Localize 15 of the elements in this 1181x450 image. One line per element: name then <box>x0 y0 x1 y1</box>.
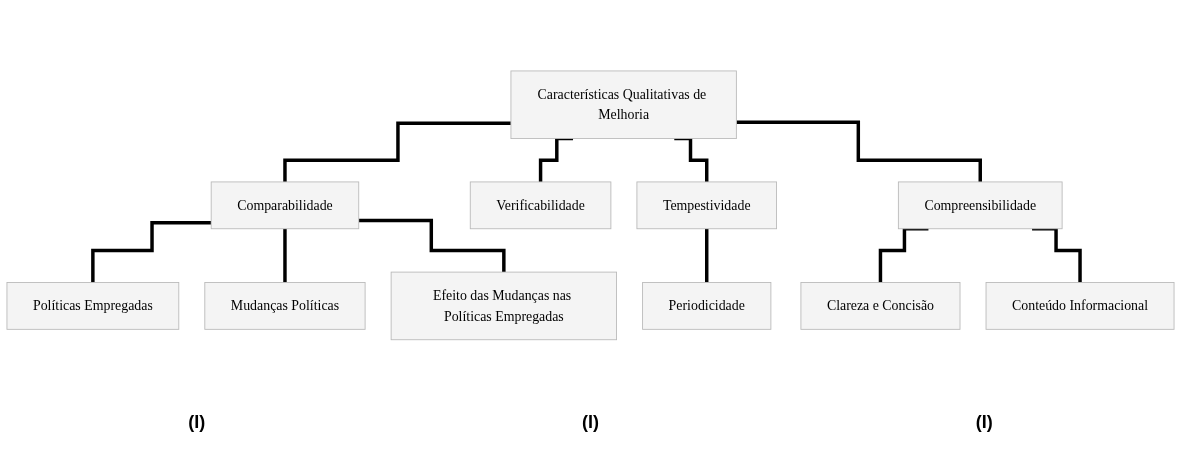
roman-numeral-label: (I) <box>188 412 206 433</box>
node-box: Conteúdo Informacional <box>985 281 1175 330</box>
roman-numeral-label: (I) <box>582 412 599 433</box>
node-box: Efeito das Mudanças nas Políticas Empregadas <box>390 271 617 340</box>
node-box: Periodicidade <box>642 281 772 330</box>
node-box: Verificabilidade <box>469 181 612 229</box>
roman-numeral-label: (I) <box>975 412 993 433</box>
node-box: Mudanças Políticas <box>204 281 366 330</box>
node-box: Clareza e Concisão <box>800 281 961 330</box>
node-box: Políticas Empregadas <box>6 281 180 330</box>
connector <box>91 220 212 284</box>
node-box: Características Qualitativas de Melhoria <box>510 70 737 139</box>
node-box: Tempestividade <box>636 181 777 229</box>
node-box: Compreensibilidade <box>897 181 1063 229</box>
node-box: Comparabilidade <box>210 181 360 229</box>
